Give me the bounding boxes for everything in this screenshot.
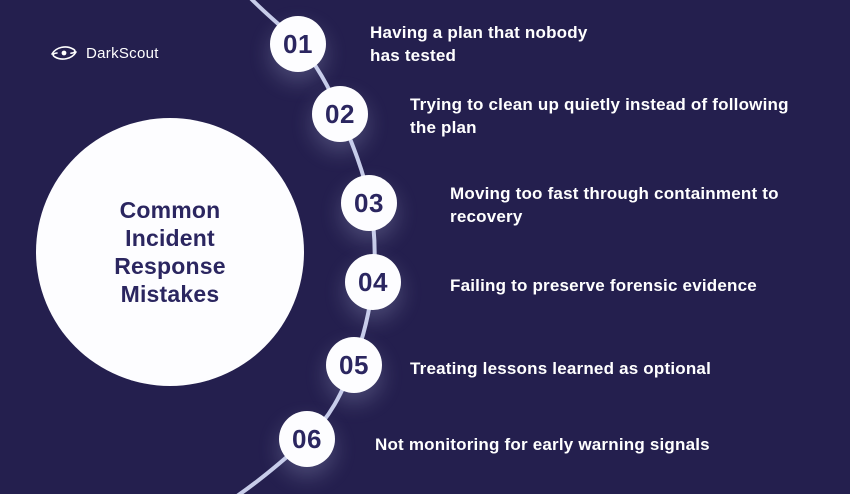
logo: DarkScout xyxy=(50,44,159,62)
step-number: 03 xyxy=(354,187,384,218)
step-number: 02 xyxy=(325,98,355,129)
step-number-badge-03: 03 xyxy=(341,175,397,231)
step-number-badge-04: 04 xyxy=(345,254,401,310)
step-number: 01 xyxy=(283,28,313,59)
step-text-03: Moving too fast through containment to r… xyxy=(450,184,779,226)
step-number-badge-02: 02 xyxy=(312,86,368,142)
step-text-04: Failing to preserve forensic evidence xyxy=(450,276,757,295)
step-text-06: Not monitoring for early warning signals xyxy=(375,435,710,454)
title-circle: Common Incident Response Mistakes xyxy=(36,118,304,386)
step-number: 04 xyxy=(358,266,388,297)
step-text-01: Having a plan that nobody has tested xyxy=(370,23,588,65)
step-number: 05 xyxy=(339,349,369,380)
logo-text: DarkScout xyxy=(86,44,159,62)
step-number: 06 xyxy=(292,423,322,454)
step-number-badge-06: 06 xyxy=(279,411,335,467)
step-text-05: Treating lessons learned as optional xyxy=(410,359,712,378)
page-title: Common Incident Response Mistakes xyxy=(114,197,226,307)
step-text-02: Trying to clean up quietly instead of fo… xyxy=(410,95,789,137)
step-number-badge-05: 05 xyxy=(326,337,382,393)
step-number-badge-01: 01 xyxy=(270,16,326,72)
eye-orbit-icon xyxy=(50,44,78,62)
